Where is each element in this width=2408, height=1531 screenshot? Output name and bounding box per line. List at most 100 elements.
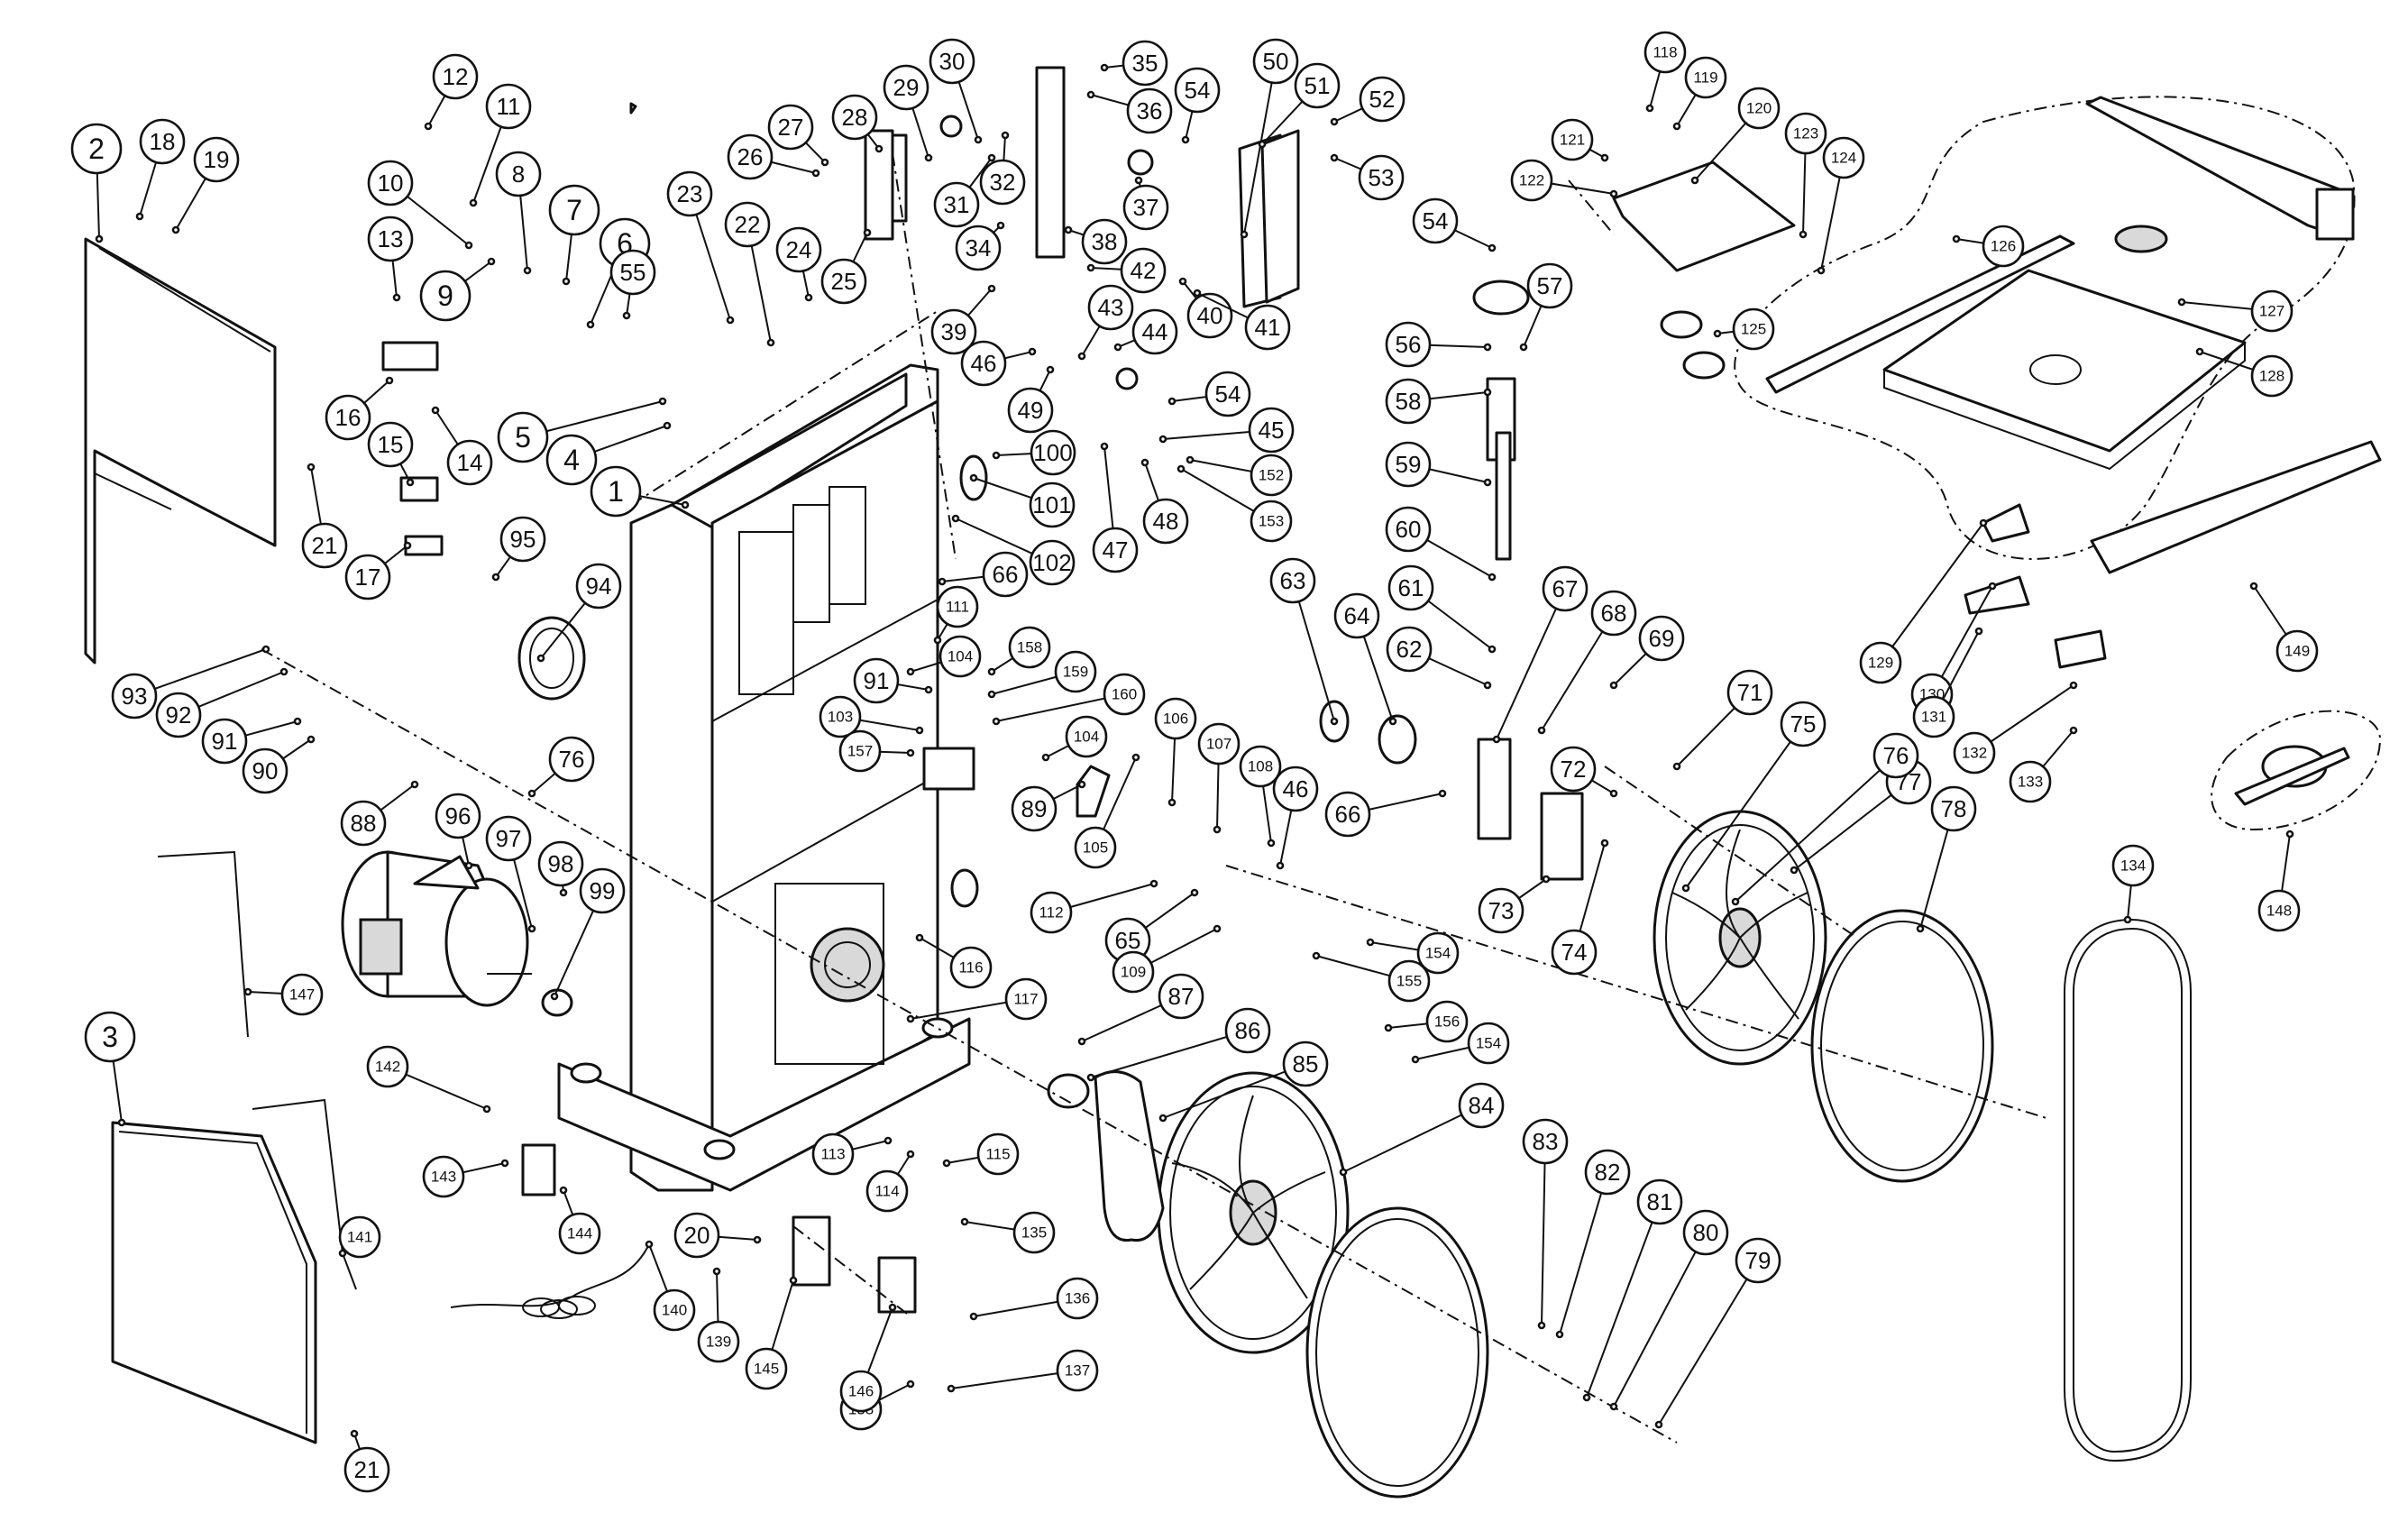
leader-dot (243, 987, 252, 996)
leader-dot (987, 284, 996, 293)
callout-bubble (1784, 112, 1827, 155)
callout-number: 59 (1396, 451, 1422, 478)
callout-63: 63 (1269, 557, 1339, 726)
callout-number: 7 (566, 194, 582, 226)
leader-dot (1113, 343, 1122, 352)
callout-number: 66 (993, 561, 1019, 588)
callout-bubble (839, 1370, 883, 1413)
leader-dot (559, 888, 568, 897)
callout-bubble (697, 1320, 740, 1363)
motor-drawing (341, 850, 532, 1007)
callout-bubble (673, 1212, 720, 1259)
callout-126: 126 (1952, 225, 2025, 268)
callout-number: 24 (786, 236, 812, 263)
callout-72: 72 (1550, 746, 1618, 798)
callout-bubble (1103, 673, 1146, 716)
callout-number: 38 (1092, 228, 1118, 255)
callout-61: 61 (1387, 564, 1497, 654)
leader-dot (1330, 717, 1339, 726)
callout-number: 87 (1168, 983, 1195, 1010)
callout-104b: 104 (1041, 715, 1108, 762)
leader-dot (1001, 131, 1010, 140)
callout-bubble (2275, 629, 2319, 673)
callout-number: 37 (1133, 194, 1159, 221)
callout-68: 68 (1537, 590, 1637, 735)
callout-bubble (1458, 1082, 1505, 1129)
callout-number: 21 (312, 532, 338, 559)
callout-41: 41 (1193, 289, 1291, 351)
callout-17: 17 (344, 541, 412, 600)
callout-5: 5 (497, 397, 667, 463)
callout-35: 35 (1100, 40, 1168, 87)
callout-56: 56 (1385, 321, 1492, 368)
leader-dot (924, 685, 933, 694)
callout-number: 13 (378, 225, 404, 252)
callout-bubble (1542, 565, 1589, 612)
callout-38: 38 (1064, 218, 1128, 265)
callout-142: 142 (366, 1045, 491, 1114)
callout-number: 152 (1259, 467, 1284, 484)
callout-bubble (609, 249, 656, 296)
main-frame-drawing (557, 363, 971, 1192)
leader-dot (464, 241, 473, 250)
leader-dot (410, 780, 419, 789)
leader-dot (960, 1217, 969, 1226)
callout-number: 61 (1398, 574, 1424, 601)
callout-81: 81 (1582, 1178, 1683, 1402)
callout-26: 26 (727, 133, 820, 180)
leader-dot (1077, 780, 1086, 789)
callout-bubble (1112, 950, 1155, 994)
callout-bubble (811, 1132, 855, 1176)
callout-50: 50 (1240, 38, 1299, 239)
leader-dot (658, 397, 667, 406)
callout-bubble (1684, 56, 1727, 99)
callout-number: 137 (1065, 1362, 1090, 1380)
callout-156: 156 (1384, 1000, 1469, 1043)
callout-bubble (1065, 715, 1108, 758)
leader-line (1162, 1063, 1306, 1119)
callout-number: 119 (1693, 69, 1717, 87)
leader-dot (942, 1159, 951, 1168)
leader-dot (1645, 104, 1654, 113)
callout-bubble (1551, 929, 1598, 976)
leader-line (1090, 1030, 1249, 1078)
callout-number: 27 (778, 114, 804, 141)
callout-143: 143 (422, 1155, 509, 1198)
callout-number: 108 (1248, 758, 1273, 775)
callout-bubble (446, 439, 493, 486)
callout-bubble (1387, 564, 1434, 611)
callout-79: 79 (1654, 1237, 1781, 1429)
callout-number: 46 (1283, 775, 1309, 802)
callout-46: 46 (960, 340, 1037, 387)
callout-number: 32 (990, 169, 1016, 196)
callout-number: 54 (1185, 77, 1211, 104)
leader-dot (906, 667, 915, 676)
callout-145: 145 (745, 1276, 798, 1390)
callout-number: 99 (590, 877, 616, 904)
leader-dot (1086, 1073, 1095, 1082)
leader-dot (1799, 230, 1808, 239)
callout-bubble (1004, 977, 1048, 1021)
guide-post-drawing (381, 66, 2107, 1314)
leader-dot (915, 726, 924, 735)
leader-dot (1609, 1402, 1618, 1411)
callout-bubble (1252, 38, 1299, 85)
callout-54: 54 (1174, 67, 1221, 144)
callout-123: 123 (1784, 112, 1827, 239)
leader-dot (1519, 343, 1528, 352)
callout-bubble (955, 225, 1002, 271)
callout-bubble (933, 181, 980, 228)
callout-157: 157 (838, 729, 915, 773)
leader-dot (487, 257, 496, 266)
leader-dot (1077, 352, 1086, 361)
leader-dot (820, 158, 829, 167)
callout-112: 112 (1030, 879, 1158, 934)
callout-bubble (819, 695, 862, 738)
callout-111: 111 (933, 585, 979, 645)
callout-number: 54 (1423, 207, 1449, 234)
callout-number: 93 (122, 683, 148, 710)
leader-dot (1330, 153, 1339, 162)
callout-133: 133 (2009, 726, 2078, 803)
callout-bubble (1030, 891, 1073, 934)
callout-number: 149 (2284, 643, 2310, 660)
